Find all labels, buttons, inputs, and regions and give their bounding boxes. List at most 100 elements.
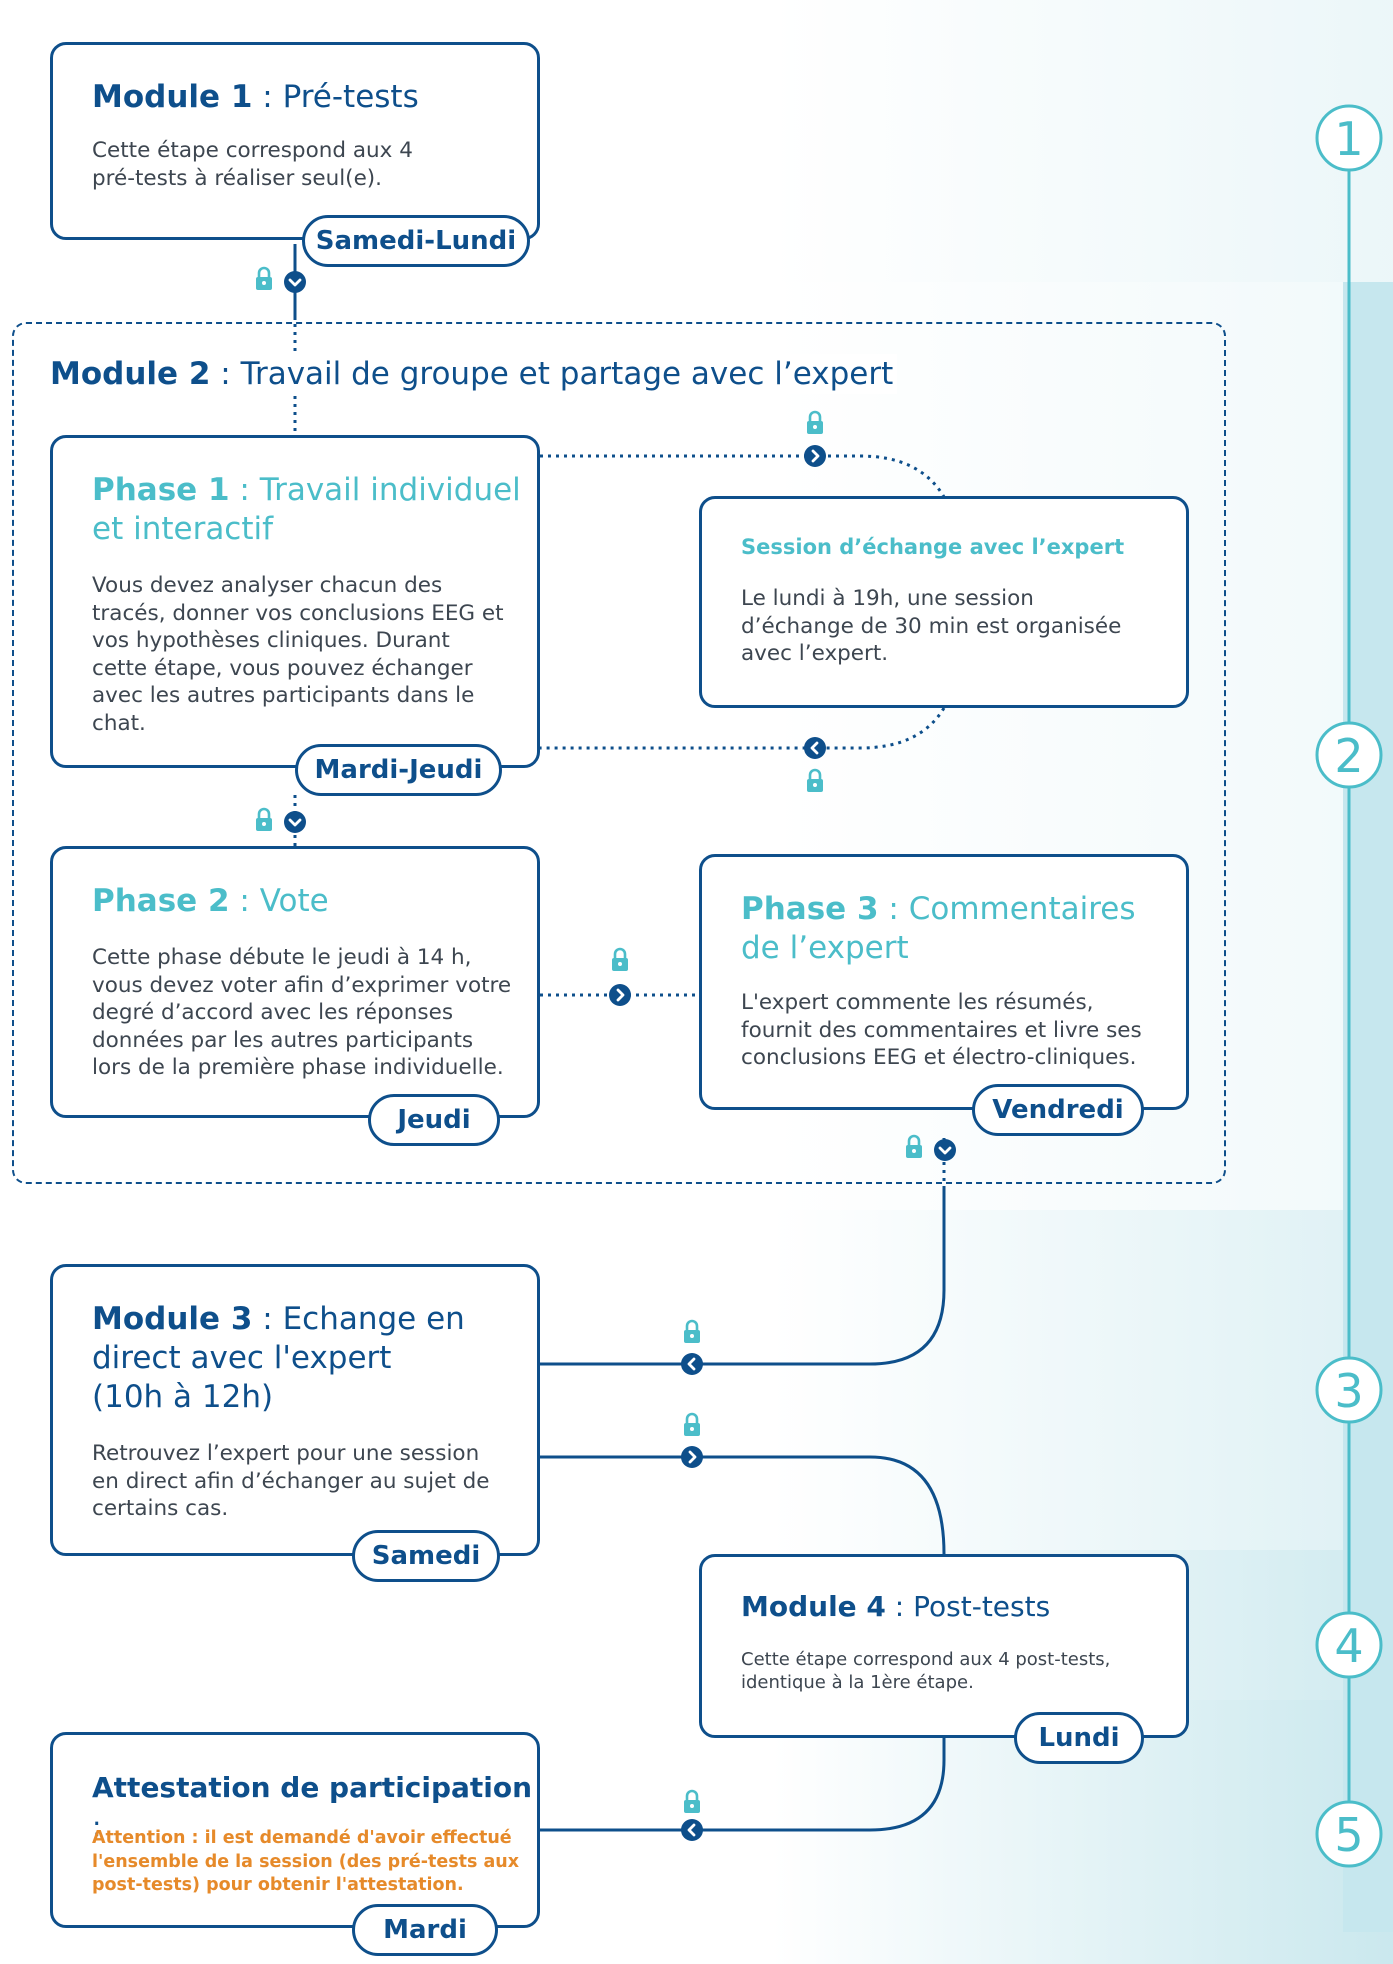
- phase3-title-bold: Phase 3: [741, 891, 879, 927]
- chevron-left-icon: [679, 1817, 705, 1843]
- phase2-description-line: données par les autres participants: [92, 1027, 474, 1053]
- module1-title-bold: Module 1: [92, 79, 253, 115]
- connector-line: [540, 454, 946, 498]
- chevron-down-icon: [282, 269, 308, 295]
- module4-description: Cette étape correspond aux 4 post-tests,…: [741, 1648, 1110, 1694]
- module3-title-rest: : Echange en: [252, 1301, 465, 1337]
- session-card: Session d’échange avec l’expert Le lundi…: [699, 496, 1189, 708]
- module1-card: Module 1 : Pré-tests Cette étape corresp…: [50, 42, 540, 240]
- module3-title-rest2: direct avec l'expert: [92, 1340, 392, 1376]
- module2-title: Module 2 : Travail de groupe et partage …: [50, 354, 898, 394]
- module4-title-rest: : Post-tests: [885, 1590, 1051, 1623]
- phase1-description-line: cette étape, vous pouvez échanger: [92, 655, 473, 681]
- phase3-description-line: fournit des commentaires et livre ses: [741, 1017, 1142, 1043]
- phase1-description-line: tracés, donner vos conclusions EEG et: [92, 600, 504, 626]
- attestation-warning: Attention : il est demandé d'avoir effec…: [92, 1827, 519, 1898]
- module4-title: Module 4 : Post-tests: [741, 1587, 1050, 1626]
- step-number: 3: [1334, 1364, 1363, 1418]
- module3-title-rest3: (10h à 12h): [92, 1379, 274, 1415]
- attestation-title-bold: Attestation de participation: [92, 1771, 533, 1804]
- phase3-title-rest2: de l’expert: [741, 930, 909, 966]
- module2-title-bold: Module 2: [50, 356, 211, 392]
- phase3-title-rest: : Commentaires: [878, 891, 1136, 927]
- module3-description-line: Retrouvez l’expert pour une session: [92, 1441, 480, 1466]
- phase2-description-line: Cette phase débute le jeudi à 14 h,: [92, 945, 472, 970]
- phase1-description-line: chat.: [92, 710, 146, 736]
- lock-icon: [254, 266, 274, 292]
- step-number: 2: [1334, 729, 1363, 783]
- phase1-description-line: Vous devez analyser chacun des: [92, 573, 443, 598]
- phase1-description-line: avec les autres participants dans le: [92, 683, 475, 708]
- module4-description-line: identique à la 1ère étape.: [741, 1672, 974, 1693]
- attestation-day-badge: Mardi: [352, 1904, 498, 1956]
- phase2-description: Cette phase débute le jeudi à 14 h, vous…: [92, 944, 511, 1082]
- module3-day-badge: Samedi: [352, 1530, 500, 1582]
- phase2-description-line: degré d’accord avec les réponses: [92, 1000, 454, 1025]
- phase2-title-rest: : Vote: [229, 883, 329, 919]
- module1-description-line: Cette étape correspond aux 4: [92, 138, 413, 163]
- lock-icon: [682, 1412, 702, 1438]
- step-marker: 1: [1315, 104, 1383, 172]
- module1-day-badge: Samedi-Lundi: [302, 215, 530, 267]
- session-description-line: avec l’expert.: [741, 641, 889, 666]
- module4-day-badge: Lundi: [1014, 1712, 1144, 1764]
- chevron-left-icon: [679, 1351, 705, 1377]
- phase2-description-line: lors de la première phase individuelle.: [92, 1055, 504, 1080]
- chevron-right-icon: [679, 1444, 705, 1470]
- module1-title-rest: : Pré-tests: [252, 79, 419, 115]
- attestation-warning-line: l'ensemble de la session (des pré-tests …: [92, 1851, 520, 1872]
- lock-icon: [682, 1789, 702, 1815]
- session-description: Le lundi à 19h, une session d’échange de…: [741, 585, 1121, 668]
- step-marker: 2: [1315, 721, 1383, 789]
- phase3-description: L'expert commente les résumés, fournit d…: [741, 989, 1142, 1072]
- module2-frame: [12, 322, 1226, 1184]
- module1-description: Cette étape correspond aux 4 pré-tests à…: [92, 137, 413, 192]
- phase1-description: Vous devez analyser chacun des tracés, d…: [92, 572, 504, 737]
- step-number: 1: [1334, 112, 1363, 166]
- background-band: [773, 0, 1393, 282]
- module2-title-rest: : Travail de groupe et partage avec l’ex…: [210, 356, 894, 392]
- module3-description-line: en direct afin d’échanger au sujet de: [92, 1468, 490, 1494]
- step-marker: 5: [1315, 1800, 1383, 1868]
- attestation-title: Attestation de participation :: [92, 1768, 537, 1846]
- session-description-line: d’échange de 30 min est organisée: [741, 613, 1122, 639]
- phase2-title-bold: Phase 2: [92, 883, 230, 919]
- phase1-title-bold: Phase 1: [92, 472, 230, 508]
- step-marker: 4: [1315, 1611, 1383, 1679]
- step-number: 5: [1334, 1808, 1363, 1862]
- attestation-warning-line: Attention : il est demandé d'avoir effec…: [92, 1828, 512, 1848]
- background-band: [773, 1210, 1393, 1550]
- phase3-description-line: conclusions EEG et électro-cliniques.: [741, 1045, 1137, 1070]
- module3-description-line: certains cas.: [92, 1496, 229, 1521]
- module3-title-bold: Module 3: [92, 1301, 253, 1337]
- attestation-title-rest: :: [92, 1810, 102, 1843]
- phase1-description-line: vos hypothèses cliniques. Durant: [92, 628, 450, 653]
- connector-line: [540, 707, 946, 750]
- module1-title: Module 1 : Pré-tests: [92, 78, 419, 117]
- phase3-description-line: L'expert commente les résumés,: [741, 990, 1094, 1015]
- module4-card: Module 4 : Post-tests Cette étape corres…: [699, 1554, 1189, 1738]
- phase3-day-badge: Vendredi: [972, 1084, 1144, 1136]
- phase2-day-badge: Jeudi: [368, 1094, 500, 1146]
- step-marker: 3: [1315, 1356, 1383, 1424]
- lock-icon: [682, 1319, 702, 1345]
- module4-title-bold: Module 4: [741, 1590, 886, 1623]
- session-description-line: Le lundi à 19h, une session: [741, 586, 1034, 611]
- phase2-title: Phase 2 : Vote: [92, 882, 329, 921]
- connector-line: [540, 1455, 946, 1555]
- module3-description: Retrouvez l’expert pour une session en d…: [92, 1440, 489, 1523]
- attestation-warning-line: post-tests) pour obtenir l'attestation.: [92, 1875, 464, 1895]
- phase2-card: Phase 2 : Vote Cette phase débute le jeu…: [50, 846, 540, 1118]
- module1-description-line: pré-tests à réaliser seul(e).: [92, 165, 383, 191]
- connector-line: [540, 1186, 946, 1366]
- phase1-day-badge: Mardi-Jeudi: [295, 744, 502, 796]
- attestation-card: Attestation de participation : Attention…: [50, 1732, 540, 1928]
- connector-line: [540, 1738, 946, 1832]
- phase1-title-rest: : Travail individuel: [229, 472, 521, 508]
